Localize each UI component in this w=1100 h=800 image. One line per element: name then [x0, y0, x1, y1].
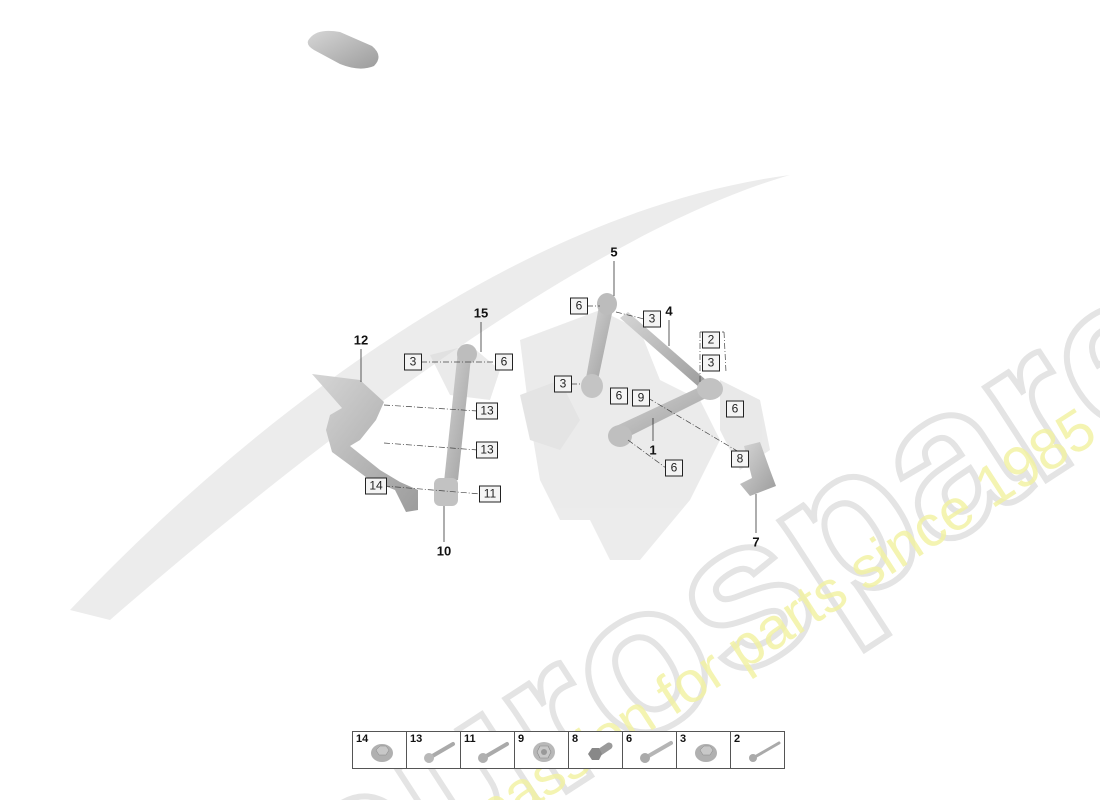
part-15-link	[434, 344, 477, 506]
callout-1[interactable]: 1	[649, 442, 657, 458]
callout-10[interactable]: 10	[436, 543, 452, 559]
legend-item-6[interactable]: 6	[623, 732, 677, 768]
part-1-arm	[608, 378, 723, 447]
legend-number: 3	[680, 733, 687, 745]
box-callout-6[interactable]: 6	[570, 297, 588, 315]
callout-5[interactable]: 5	[610, 244, 618, 260]
part-5-link	[581, 293, 617, 398]
box-callout-6[interactable]: 6	[665, 459, 683, 477]
legend-number: 11	[464, 733, 476, 745]
legend-item-2[interactable]: 2	[731, 732, 784, 768]
hex-nut-icon	[533, 742, 555, 762]
box-callout-9[interactable]: 9	[632, 389, 650, 407]
part-4-arm	[620, 312, 706, 388]
callout-12[interactable]: 12	[353, 332, 369, 348]
bolt-flange-long-icon	[640, 741, 673, 763]
legend-item-13[interactable]: 13	[407, 732, 461, 768]
legend-number: 14	[356, 733, 369, 745]
hex-bolt-short-icon	[588, 742, 613, 760]
flange-nut-icon	[371, 744, 393, 762]
legend-number: 9	[518, 733, 525, 745]
legend-item-8[interactable]: 8	[569, 732, 623, 768]
flange-nut-icon	[695, 744, 717, 762]
box-callout-3[interactable]: 3	[643, 310, 661, 328]
legend-number: 13	[410, 733, 423, 745]
box-callout-14[interactable]: 14	[365, 477, 387, 495]
parts-legend: 14 13 11 9 8 6 3 2	[352, 731, 785, 769]
bolt-round-head-icon	[424, 742, 455, 763]
bolt-flange-thin-icon	[749, 741, 781, 762]
callout-7[interactable]: 7	[752, 534, 760, 550]
legend-number: 2	[734, 733, 741, 745]
box-callout-13[interactable]: 13	[476, 402, 498, 420]
box-callout-2[interactable]: 2	[702, 331, 720, 349]
legend-item-9[interactable]: 9	[515, 732, 569, 768]
dash-lines	[383, 305, 745, 495]
legend-item-14[interactable]: 14	[353, 732, 407, 768]
callout-15[interactable]: 15	[473, 305, 489, 321]
box-callout-13[interactable]: 13	[476, 441, 498, 459]
callout-4[interactable]: 4	[665, 303, 673, 319]
box-callout-6[interactable]: 6	[495, 353, 513, 371]
part-12-bracket	[312, 374, 418, 512]
box-callout-3[interactable]: 3	[404, 353, 422, 371]
bolt-flange-icon	[478, 742, 509, 763]
legend-item-11[interactable]: 11	[461, 732, 515, 768]
leader-lines	[360, 261, 757, 542]
box-callout-11[interactable]: 11	[479, 485, 501, 503]
box-callout-8[interactable]: 8	[731, 450, 749, 468]
box-callout-6[interactable]: 6	[726, 400, 744, 418]
legend-number: 6	[626, 733, 633, 745]
rubber-cap-part	[307, 30, 379, 69]
legend-number: 8	[572, 733, 579, 745]
box-callout-3[interactable]: 3	[702, 354, 720, 372]
part-7-sensor	[740, 442, 776, 496]
box-callout-6[interactable]: 6	[610, 387, 628, 405]
box-callout-3[interactable]: 3	[554, 375, 572, 393]
legend-item-3[interactable]: 3	[677, 732, 731, 768]
